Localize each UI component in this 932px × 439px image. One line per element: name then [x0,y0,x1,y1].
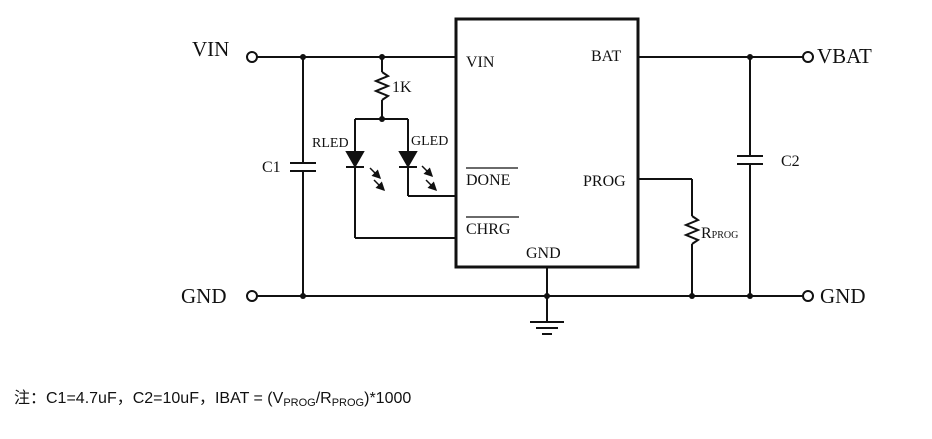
pin-done-label: DONE [466,172,510,189]
gnd-right-label: GND [820,284,866,308]
gled-label: GLED [411,134,448,149]
rled-diode [345,151,456,239]
vbat-label: VBAT [817,44,872,68]
c1-capacitor [290,57,316,296]
vin-label: VIN [192,37,229,61]
junction-dots [300,54,753,299]
footnote: 注：C1=4.7uF，C2=10uF，IBAT = (VPROG/RPROG)*… [14,390,412,409]
rprog-label: RPROG [701,225,738,242]
ground-symbol [530,267,564,335]
c2-capacitor [737,57,763,296]
r1-label: 1K [392,79,412,96]
pin-prog-label: PROG [583,173,626,190]
pin-chrg-label: CHRG [466,221,511,238]
gnd-left-terminal [246,290,258,302]
r1-resistor [373,57,391,119]
rled-emission-arrows [369,167,386,192]
vin-terminal [246,51,258,63]
c1-label: C1 [262,159,281,176]
gled-diode [398,151,456,197]
gled-emission-arrows [421,165,438,192]
pin-vin-label: VIN [466,54,495,71]
gnd-left-label: GND [181,284,227,308]
gnd-right-terminal [802,290,814,302]
c2-label: C2 [781,153,800,170]
rprog-resistor [638,178,701,296]
rled-label: RLED [312,136,349,151]
pin-gnd-label: GND [526,245,561,262]
vbat-terminal [802,51,814,63]
pin-bat-label: BAT [591,48,621,65]
